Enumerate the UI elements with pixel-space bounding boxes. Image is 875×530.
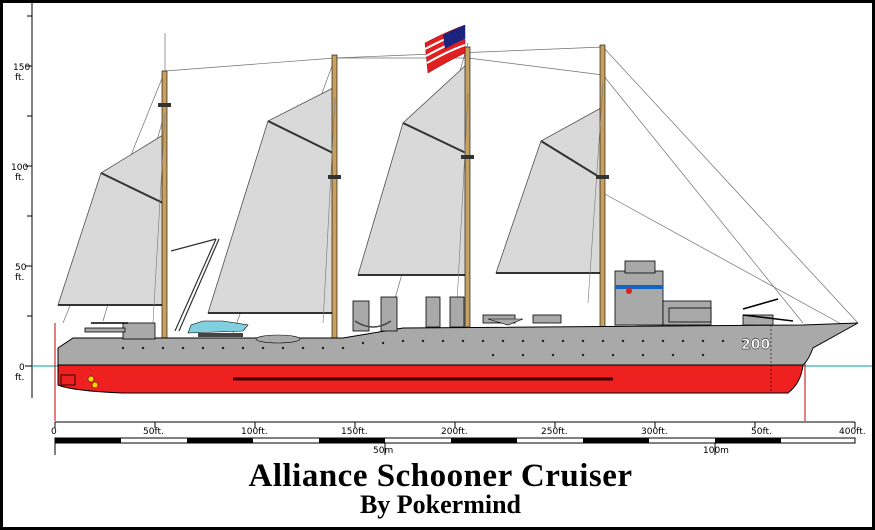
boat-crane [170, 238, 220, 332]
length-label-50: 50ft. [143, 427, 164, 437]
length-label-400: 400ft. [839, 427, 866, 437]
gun-barrels [91, 298, 794, 324]
funnel-1 [352, 300, 370, 332]
fore-mast [161, 70, 168, 342]
height-scale: 150 ft. 100 ft. 50 ft. 0 ft. [11, 15, 32, 383]
funnel-3 [425, 296, 441, 328]
mizzen-mast [464, 46, 471, 328]
superstructure [84, 260, 774, 340]
ship-illustration: 150 ft. 100 ft. 50 ft. 0 ft. [11, 3, 872, 456]
height-tick-150: 150 [13, 63, 30, 73]
aft-turret [668, 307, 712, 323]
bridge [614, 270, 664, 326]
funnel-2 [380, 296, 398, 332]
funnel-4 [449, 296, 465, 328]
metric-label-100: 100m [703, 446, 729, 456]
fore-turret [122, 322, 156, 340]
sail-battens [58, 120, 602, 314]
length-label-300: 300ft. [641, 427, 668, 437]
length-label-150: 150ft. [341, 427, 368, 437]
bridge-windows [615, 285, 663, 289]
rudder [60, 374, 76, 386]
height-unit-150: ft. [15, 73, 24, 83]
davit-boat [354, 320, 392, 328]
sails [57, 64, 602, 314]
us-flag [424, 24, 466, 74]
portholes [121, 339, 765, 357]
hull-upper-gray [57, 322, 859, 366]
height-unit-100: ft. [15, 173, 24, 183]
height-tick-50: 50 [15, 263, 27, 273]
length-scale-m: 50m 100m [54, 437, 856, 456]
height-unit-0: ft. [15, 373, 24, 383]
length-label-250: 250ft. [541, 427, 568, 437]
height-unit-50: ft. [15, 273, 24, 283]
length-label-0: 0 [51, 427, 57, 437]
metric-label-50: 50m [373, 446, 393, 456]
propeller [60, 374, 99, 389]
length-label-100: 100ft. [241, 427, 268, 437]
length-label-350: 50ft. [751, 427, 772, 437]
drawing-title: Alliance Schooner Cruiser [248, 458, 633, 494]
hull-number: 200 [741, 337, 770, 353]
ships-boat [255, 334, 301, 344]
seaplane [187, 320, 249, 337]
length-label-200: 200ft. [441, 427, 468, 437]
length-scale-ft: 0 50ft. 100ft. 150ft. 200ft. 250ft. 300f… [51, 421, 866, 437]
author-credit: By Pokermind [359, 490, 522, 519]
bridge-emblem [626, 288, 632, 294]
main-mast [331, 54, 338, 346]
height-tick-0: 0 [19, 363, 25, 373]
height-tick-100: 100 [11, 163, 28, 173]
